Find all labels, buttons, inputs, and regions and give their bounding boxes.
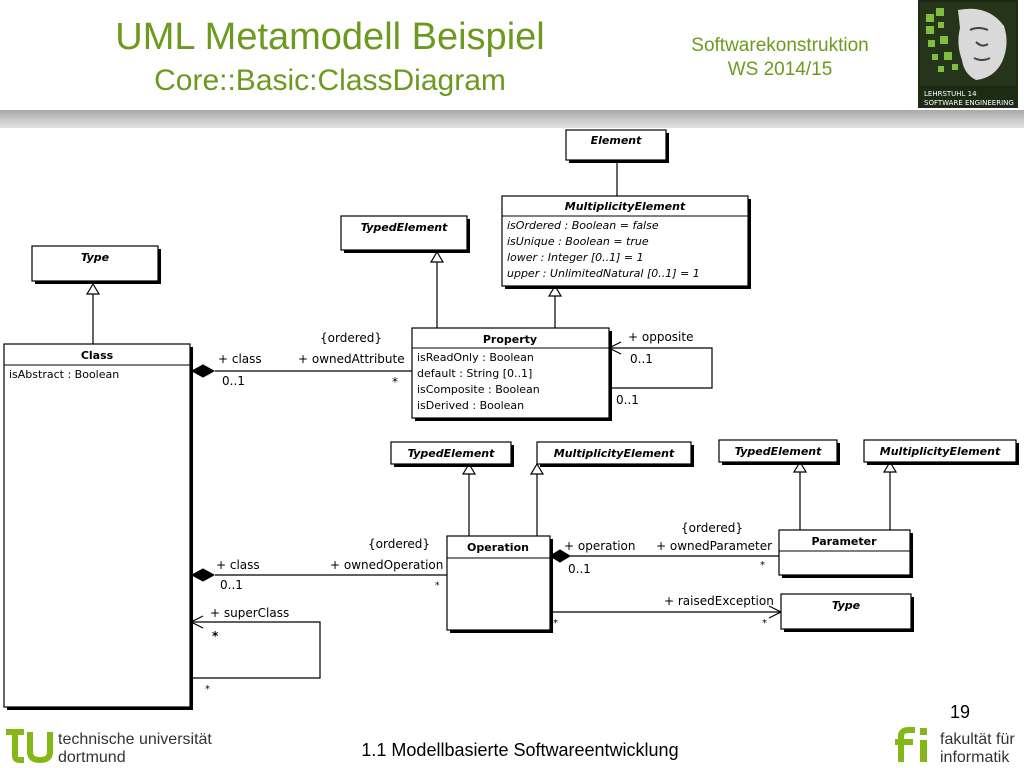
attr-default: default : String [0..1] [417,367,532,380]
attr-upper: upper : UnlimitedNatural [0..1] = 1 [507,267,700,280]
tu-logo-icon [6,729,53,764]
class-multiplicity-top-name: MultiplicityElement [565,200,686,213]
label-star-super-2: * [205,684,210,695]
fi-name: fakultät für informatik [940,731,1015,767]
class-type-exception-name: Type [832,599,861,612]
label-super-class: + superClass [210,606,289,620]
fi-name-line1: fakultät für [940,731,1015,748]
label-mult-class-property: 0..1 [222,374,245,388]
label-ordered-attribute: {ordered} [320,331,382,345]
label-opposite-mult-2: 0..1 [616,393,639,407]
class-element-name: Element [591,134,642,147]
chair-logo-graphic: LEHRSTUHL 14 SOFTWARE ENGINEERING [920,2,1016,107]
tu-name-line2: dortmund [58,749,126,766]
label-class-role-operation: + class [216,558,260,572]
attr-is-composite: isComposite : Boolean [417,383,540,396]
diamond-class-operation [190,568,216,582]
chair-name-line2: SOFTWARE ENGINEERING [924,99,1014,107]
page-number: 19 [949,702,971,722]
attr-is-unique: isUnique : Boolean = true [507,235,649,248]
footer-section-title: 1.1 Modellbasierte Softwareentwicklung [361,740,679,760]
label-operation-role: + operation [564,539,635,553]
attr-lower: lower : Integer [0..1] = 1 [507,251,644,264]
label-opposite-mult-1: 0..1 [630,352,653,366]
class-operation[interactable]: Operation [446,535,553,633]
label-star-super-1: * [212,629,219,643]
slide-title: UML Metamodell Beispiel [115,16,545,58]
label-ordered-operation: {ordered} [368,537,430,551]
class-typed-element-top[interactable]: TypedElement [340,215,470,253]
gen-arrow-typed-top [429,250,445,263]
class-parameter-name: Parameter [811,535,877,548]
label-star-parameter: * [760,560,765,571]
class-parameter[interactable]: Parameter [778,529,913,578]
label-owned-operation: + ownedOperation [330,558,443,572]
tu-name: technische universität dortmund [58,731,212,767]
gen-arrow-multiplicity-param [882,460,898,473]
label-mult-class-operation: 0..1 [220,578,243,592]
class-class-name: Class [81,349,114,362]
gen-arrow-typed-param [792,460,808,473]
class-multiplicity-element-top[interactable]: MultiplicityElement isOrdered : Boolean … [501,195,751,289]
gen-arrow-typed-op [461,462,477,475]
header-divider-bar [0,110,1024,128]
gen-arrow-multiplicity-op [529,462,545,475]
label-ordered-parameter: {ordered} [681,521,743,535]
course-term: WS 2014/15 [727,59,833,80]
label-star-exception-source: * [553,618,558,629]
class-multiplicity-param-name: MultiplicityElement [880,445,1001,458]
slide-subtitle: Core::Basic:ClassDiagram [154,64,506,97]
class-type-top-name: Type [81,251,110,264]
attr-is-abstract: isAbstract : Boolean [9,368,119,381]
label-owned-attribute: + ownedAttribute [298,352,405,366]
composition-diamonds [190,364,571,582]
class-type-exception[interactable]: Type [780,593,914,632]
diamond-operation-parameter [549,549,571,563]
uml-class-diagram: Element MultiplicityElement isOrdered : … [3,129,1019,710]
class-multiplicity-element-op[interactable]: MultiplicityElement [536,441,694,467]
class-typed-element-param[interactable]: TypedElement [718,439,840,465]
chair-name-line1: LEHRSTUHL 14 [924,90,977,98]
attr-is-derived: isDerived : Boolean [417,399,524,412]
gen-arrow-type-top [85,282,101,295]
label-opposite: + opposite [628,330,693,344]
generalization-arrows [85,135,898,475]
label-raised-exception: + raisedException [664,594,774,608]
fi-logo-icon [895,727,927,762]
class-class[interactable]: Class isAbstract : Boolean [3,343,193,710]
tu-name-line1: technische universität [58,731,212,748]
course-info: Softwarekonstruktion WS 2014/15 [660,34,900,82]
label-star-exception-target: * [762,618,767,629]
assoc-property-opposite [609,347,713,389]
class-multiplicity-op-name: MultiplicityElement [554,447,675,460]
class-property[interactable]: Property isReadOnly : Boolean default : … [411,327,612,421]
fi-name-line2: informatik [940,749,1010,766]
class-element[interactable]: Element [565,129,669,163]
assoc-super-class [191,621,321,679]
attr-is-ordered: isOrdered : Boolean = false [507,219,659,232]
class-typed-param-name: TypedElement [735,445,823,458]
association-lines [92,147,891,679]
chair-logo: LEHRSTUHL 14 SOFTWARE ENGINEERING [918,0,1018,108]
label-star-operation: * [435,581,440,591]
attr-is-read-only: isReadOnly : Boolean [417,351,534,364]
label-class-role-property: + class [218,352,262,366]
association-labels: {ordered} + ownedAttribute + class 0..1 … [205,330,774,695]
class-typed-op-name: TypedElement [408,447,496,460]
label-mult-operation: 0..1 [568,562,591,576]
class-typed-top-name: TypedElement [361,221,449,234]
gen-arrow-multiplicity-top [547,284,563,297]
class-type-top[interactable]: Type [31,245,161,284]
class-property-name: Property [483,333,537,346]
diamond-class-property [190,364,216,378]
class-multiplicity-element-param[interactable]: MultiplicityElement [863,439,1019,465]
course-name: Softwarekonstruktion [691,35,869,56]
label-owned-parameter: + ownedParameter [656,539,772,553]
class-operation-name: Operation [467,541,529,554]
label-star-attribute: * [392,375,398,389]
class-typed-element-op[interactable]: TypedElement [390,441,514,467]
